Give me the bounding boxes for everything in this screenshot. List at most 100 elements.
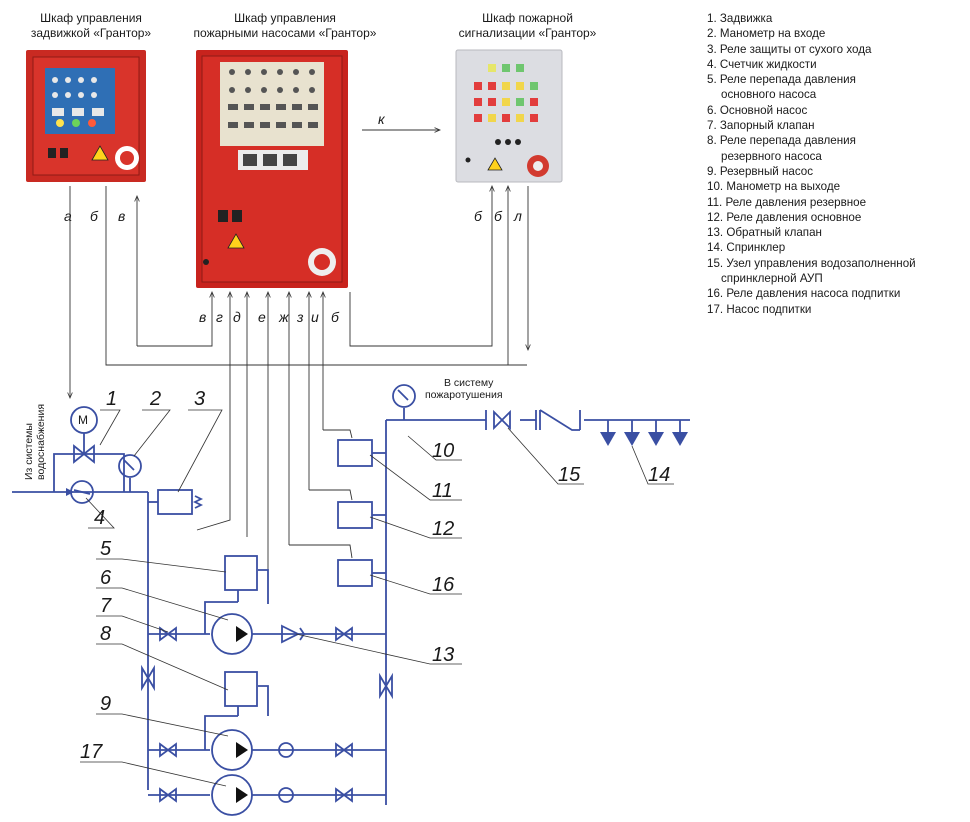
link-label-b: б [90,208,99,224]
link-label-b3: б [474,208,483,224]
sprinkler-icon [600,432,616,446]
shutoff-valve-icon [335,787,353,803]
link-label-z: з [296,309,304,325]
legend-item: 16. Реле давления насоса подпитки [707,287,901,301]
number-label-8: 8 [100,623,111,645]
pressure-relay-11-icon [337,439,373,467]
link-label-e: е [258,309,266,325]
dry-run-relay-icon [157,489,193,515]
link-label-b4: б [494,208,503,224]
legend-item: спринклерной АУП [721,272,823,286]
legend-item: 8. Реле перепада давления [707,134,856,148]
number-label-7: 7 [100,595,112,617]
number-label-9: 9 [100,693,111,715]
valve-cabinet-title: Шкаф управления задвижкой «Грантор» [7,11,175,41]
pressure-relay-12-icon [337,501,373,529]
alarm-cabinet-title-line2: сигнализации «Грантор» [458,26,597,40]
legend-item: 1. Задвижка [707,12,773,25]
number-label-11: 11 [432,480,453,502]
number-label-6: 6 [100,567,112,589]
legend-list: 1. Задвижка 2. Манометр на входе 3. Реле… [707,11,916,317]
shutoff-valve-7-icon [159,626,177,642]
pump-cabinet-image [196,50,348,288]
legend-item: основного насоса [721,88,817,102]
fire-system-note-line1: В систему [444,377,494,389]
valve-cabinet-title-line2: задвижкой «Грантор» [30,26,152,40]
legend-item: 9. Резервный насос [707,164,814,178]
number-label-12: 12 [432,518,454,540]
valve-cabinet-image [26,50,146,182]
outlet-gauge-icon [392,384,416,408]
number-label-16: 16 [432,574,455,596]
alarm-cabinet-title: Шкаф пожарной сигнализации «Грантор» [440,11,615,41]
number-label-3: 3 [194,388,205,410]
number-label-14: 14 [648,464,670,486]
link-label-k: к [378,111,386,127]
diff-relay-5-icon [224,555,258,591]
supply-note-line2: водоснабжения [35,404,47,480]
shutoff-valve-9-icon [159,742,177,758]
link-label-b2: б [331,309,340,325]
diff-relay-8-icon [224,671,258,707]
alarm-cabinet-title-line1: Шкаф пожарной [482,11,573,25]
number-label-4: 4 [94,507,105,529]
valve-cabinet-title-line1: Шкаф управления [40,11,142,25]
fire-system-note-line2: пожаротушения [425,389,503,401]
pump-cabinet-title-line1: Шкаф управления [234,11,336,25]
legend-item: 5. Реле перепада давления [707,73,856,87]
sprinkler-icon [672,432,688,446]
gate-valve-icon [73,444,95,464]
pump-cabinet-title-line2: пожарными насосами «Грантор» [193,26,377,40]
sprinkler-icon [648,432,664,446]
legend-item: 4. Счетчик жидкости [707,57,817,71]
suction-valve-icon [141,664,155,692]
shutoff-valve-17-icon [159,787,177,803]
hydraulic-scheme: М [12,384,690,816]
legend-item: 11. Реле давления резервное [707,195,867,209]
control-wires [70,130,528,604]
sprinkler-icon [624,432,640,446]
legend-item: 6. Основной насос [707,103,808,117]
legend-item: 7. Запорный клапан [707,119,815,133]
pressure-relay-16-icon [337,559,373,587]
legend-item: 12. Реле давления основное [707,210,862,224]
link-label-d: д [233,309,241,325]
alarm-cabinet-image [455,49,563,183]
legend-item: 14. Спринклер [707,241,786,255]
link-labels: а б в в г д е ж з и б б б л к [64,111,522,325]
motor-letter: М [78,413,88,427]
link-label-zh: ж [278,309,290,325]
legend-item: 17. Насос подпитки [707,302,812,316]
flow-meter-icon [70,480,94,504]
shutoff-valve-icon [335,742,353,758]
shutoff-valve-icon [335,626,353,642]
number-label-2: 2 [149,388,161,410]
link-label-v: в [118,208,125,224]
number-label-10: 10 [432,440,454,462]
link-label-v2: в [199,309,206,325]
link-label-i: и [311,309,319,325]
link-label-l: л [513,208,522,224]
legend-item: 10. Манометр на выходе [707,180,841,194]
check-valve-icon [278,787,294,803]
supply-note-line1: Из системы [23,423,35,480]
legend-item: 15. Узел управления водозаполненной [707,256,916,270]
control-unit-15-icon [493,409,511,431]
number-labels: 1 2 3 4 5 6 7 8 9 10 11 12 13 14 15 16 1… [80,388,674,787]
check-valve-icon [278,742,294,758]
inlet-gauge-icon [118,454,142,478]
number-label-5: 5 [100,538,112,560]
discharge-valve-icon [379,672,393,700]
number-label-1: 1 [106,388,117,410]
check-valve-13-icon [281,624,301,644]
pump-cabinet-title: Шкаф управления пожарными насосами «Гран… [175,11,395,41]
legend-item: резервного насоса [721,149,822,163]
legend-item: 3. Реле защиты от сухого хода [707,42,872,56]
number-label-17: 17 [80,741,103,763]
legend-item: 2. Манометр на входе [707,27,826,41]
link-label-a: а [64,208,72,224]
link-label-g: г [216,309,223,325]
legend-item: 13. Обратный клапан [707,226,822,240]
number-label-15: 15 [558,464,581,486]
